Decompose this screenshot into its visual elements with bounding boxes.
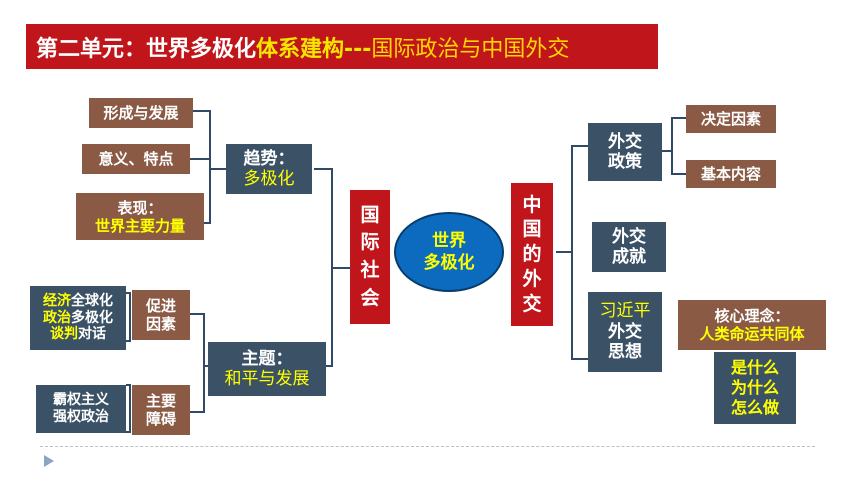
core-line1: 核心理念： (714, 307, 790, 325)
china-char: 交 (522, 292, 542, 315)
theme-line1: 主题： (241, 348, 293, 369)
promote-item: 谈判对话 (50, 326, 106, 343)
achievement-line2: 成就 (612, 247, 646, 267)
intl-char: 际 (360, 231, 380, 254)
china-char: 的 (522, 243, 542, 266)
bracket-theme (190, 313, 205, 413)
promote-item: 政治多极化 (43, 309, 113, 326)
obstacle-label-box: 主要 障碍 (132, 385, 190, 435)
china-char: 中 (522, 193, 542, 216)
intl-char: 社 (360, 259, 380, 281)
bracket-diplomacy (571, 145, 588, 360)
meaning-box: 意义、特点 (82, 144, 190, 174)
promote-label-box: 促进 因素 (132, 290, 190, 340)
formation-label: 形成与发展 (103, 104, 179, 122)
question-item: 为什么 (730, 378, 779, 397)
page-title: 第二单元：世界多极化体系建构---国际政治与中国外交 (26, 24, 658, 69)
intl-society-box: 国 际 社 会 (350, 190, 390, 324)
bracket-policy (671, 117, 686, 175)
china-char: 外 (522, 267, 542, 290)
theme-line2: 和平与发展 (224, 369, 310, 389)
meaning-label: 意义、特点 (98, 150, 174, 168)
title-part2: 体系建构--- (256, 36, 372, 62)
question-item: 是什么 (730, 358, 779, 377)
promote-label-2: 因素 (145, 315, 176, 333)
title-part1: 第二单元：世界多极化 (36, 36, 257, 62)
promote-item: 经济全球化 (43, 292, 113, 309)
obstacle-item: 强权政治 (53, 409, 109, 425)
footer-divider (40, 446, 815, 447)
policy-line2: 政策 (608, 152, 642, 172)
obstacle-label-1: 主要 (145, 392, 176, 410)
decisive-label: 决定因素 (700, 110, 761, 128)
world-line1: 世界 (432, 230, 466, 251)
china-diplomacy-box: 中 国 的 外 交 (511, 183, 553, 326)
policy-box: 外交 政策 (588, 123, 662, 181)
obstacle-item: 霸权主义 (53, 392, 109, 409)
questions-box: 是什么 为什么 怎么做 (714, 352, 796, 424)
theme-box: 主题： 和平与发展 (208, 342, 326, 396)
obstacle-label-2: 障碍 (145, 410, 176, 428)
basic-label: 基本内容 (700, 165, 761, 183)
world-line2: 多极化 (423, 253, 475, 273)
core-line2: 人类命运共同体 (699, 325, 805, 343)
basic-box: 基本内容 (686, 160, 776, 188)
promote-items-box: 经济全球化 政治多极化 谈判对话 (30, 286, 126, 350)
trend-line2: 多极化 (243, 169, 295, 189)
bracket-intl (314, 168, 333, 367)
xi-thought-box: 习近平 外交 思想 (588, 292, 662, 372)
intl-char: 国 (360, 203, 380, 226)
china-char: 国 (522, 218, 542, 241)
intl-char: 会 (360, 286, 380, 309)
manifest-line2: 世界主要力量 (94, 216, 185, 235)
trend-line1: 趋势： (243, 148, 295, 169)
promote-label-1: 促进 (145, 297, 176, 315)
trend-box: 趋势： 多极化 (226, 144, 312, 194)
achievement-line1: 外交 (612, 226, 646, 247)
decisive-box: 决定因素 (686, 105, 776, 133)
core-concept-box: 核心理念： 人类命运共同体 (678, 300, 826, 350)
play-icon[interactable] (44, 455, 54, 467)
question-item: 怎么做 (730, 398, 779, 417)
xi-line3: 思想 (608, 342, 642, 363)
xi-line1: 习近平 (599, 301, 651, 322)
manifest-box: 表现： 世界主要力量 (76, 193, 204, 240)
title-part3: 国际政治与中国外交 (371, 36, 570, 62)
world-multipolar-ellipse: 世界 多极化 (394, 212, 504, 292)
manifest-line1: 表现： (117, 198, 163, 217)
formation-box: 形成与发展 (89, 98, 193, 128)
policy-line1: 外交 (608, 131, 642, 152)
xi-line2: 外交 (608, 321, 642, 342)
obstacle-items-box: 霸权主义 强权政治 (36, 385, 126, 433)
achievement-box: 外交 成就 (592, 222, 666, 272)
